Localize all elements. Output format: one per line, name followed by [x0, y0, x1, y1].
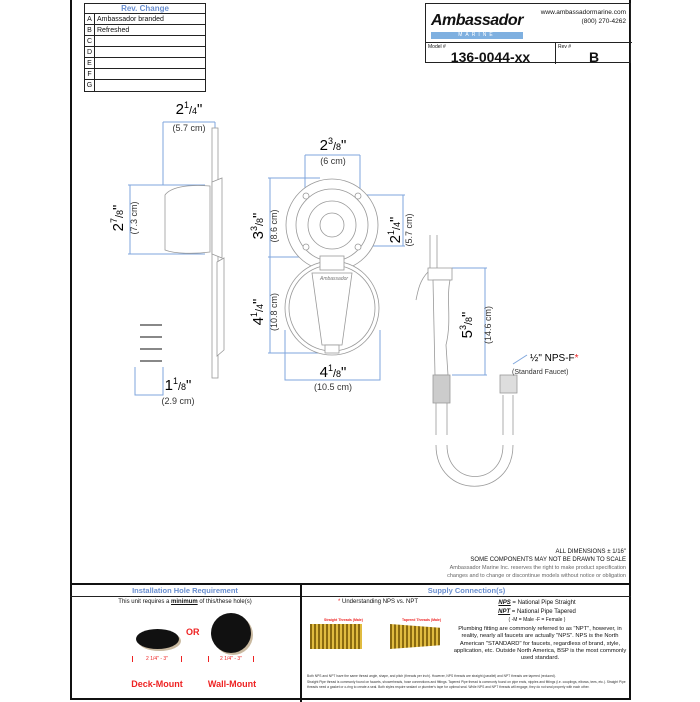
rev-letter: F — [85, 69, 95, 79]
dimension-screw-length: 11/8" (2.9 cm) — [161, 376, 194, 406]
dimension-value: 23/8" — [320, 136, 347, 154]
rev-row: C — [85, 36, 205, 47]
drawing-frame — [70, 0, 631, 700]
rev-letter: G — [85, 80, 95, 91]
rev-row: D — [85, 47, 205, 58]
supply-title: Supply Connection(s) — [302, 585, 631, 597]
dimension-bolt-spacing: 23/8" (6 cm) — [320, 136, 347, 166]
dimension-sprayer-length: 53/8" (14.6 cm) — [458, 306, 493, 344]
dimension-value: 11/8" — [165, 376, 192, 394]
rev-description: Refreshed — [97, 27, 130, 34]
model-cell: Model # 136-0044-xx — [426, 42, 556, 65]
rev-label: Rev # — [558, 44, 572, 50]
or-label: OR — [186, 627, 200, 637]
rev-row: F — [85, 69, 205, 80]
dimension-lines — [128, 121, 528, 396]
nps-npt-definitions: NPS = National Pipe Straight NPT = Natio… — [498, 600, 576, 623]
dimension-value: 33/8" — [249, 213, 267, 240]
dimension-cm: (8.6 cm) — [269, 209, 279, 242]
dimension-value: 21/4" — [386, 217, 404, 244]
tolerance-note: ALL DIMENSIONS ± 1/16" — [555, 549, 626, 555]
hose — [435, 444, 514, 487]
disclaimer-2: changes and to change or discontinue mod… — [447, 573, 626, 579]
rev-letter: C — [85, 36, 95, 46]
dimension-cm: (14.6 cm) — [483, 306, 493, 344]
dimension-value: 41/4" — [249, 299, 267, 326]
phone: (800) 270-4262 — [581, 18, 626, 25]
rev-letter: E — [85, 58, 95, 68]
dimension-cm: (10.5 cm) — [314, 382, 352, 392]
dimension-cm: (6 cm) — [320, 156, 346, 166]
wall-mount-label: Wall-Mount — [207, 679, 257, 689]
fitting-note: (Standard Faucet) — [512, 369, 568, 376]
supply-panel: Supply Connection(s) * Understanding NPS… — [302, 585, 631, 702]
dimension-cover-width: 41/8"(10.5 cm) — [314, 363, 352, 392]
rev-letter: A — [85, 14, 95, 24]
rev-table-title: Rev. Change — [85, 4, 205, 14]
brand-logo: Ambassador — [431, 12, 523, 29]
dimension-ring-height: 33/8"(8.6 cm) — [249, 209, 279, 242]
dimension-cm: (5.7 cm) — [172, 123, 205, 133]
dimension-notes: ALL DIMENSIONS ± 1/16" SOME COMPONENTS M… — [447, 548, 626, 580]
rev-row: G — [85, 80, 205, 91]
cover-logo: Ambassador — [319, 276, 348, 282]
title-block: Ambassador MARINE www.ambassadormarine.c… — [425, 3, 632, 65]
fitting-size: ½" NPS-F* — [530, 353, 579, 364]
technical-drawing: Ambassador 21/4"(5.7 cm)27/8"(7.3 cm)11/… — [109, 100, 579, 487]
straight-thread-image — [310, 624, 362, 649]
disclaimer-1: Ambassador Marine Inc. reserves the righ… — [449, 565, 626, 571]
cup-side — [164, 185, 211, 254]
dimension-cm: (10.8 cm) — [269, 293, 279, 331]
rev-letter: D — [85, 47, 95, 57]
rev-cell: Rev # B — [556, 42, 632, 65]
dimension-bolt-vertical: 21/4"(5.7 cm) — [386, 213, 414, 246]
install-intro: This unit requires a minimum of this/the… — [118, 599, 252, 605]
wall-hole-icon — [211, 613, 251, 653]
installation-panel: Installation Hole Requirement This unit … — [70, 585, 302, 702]
dimension-cm: (5.7 cm) — [404, 213, 414, 246]
knurled-nut — [432, 374, 451, 404]
tapered-threads-label: Tapered Threads (Male) — [402, 618, 442, 622]
rev-letter: B — [85, 25, 95, 35]
deck-hole-size: 2 1/4" - 3" — [132, 656, 182, 662]
deck-hole-icon — [136, 629, 179, 649]
bottom-section: Installation Hole Requirement This unit … — [70, 583, 631, 702]
sprayer-handle — [432, 279, 451, 376]
install-title: Installation Hole Requirement — [70, 585, 300, 597]
model-label: Model # — [428, 44, 446, 50]
dimension-value: 41/8" — [320, 363, 347, 381]
scale-note: SOME COMPONENTS MAY NOT BE DRAWN TO SCAL… — [470, 557, 626, 563]
fine-print: Both NPS and NPT have the same thread an… — [307, 674, 626, 689]
screws — [140, 324, 162, 362]
nps-explanation: Plumbing fitting are commonly referred t… — [453, 626, 627, 662]
dimension-side-height: 27/8"(7.3 cm) — [109, 201, 139, 234]
deck-mount-label: Deck-Mount — [131, 679, 183, 689]
dimension-cover-height: 41/4"(10.8 cm) — [249, 293, 279, 331]
rev-value: B — [588, 49, 600, 65]
dimension-cm: (2.9 cm) — [161, 396, 194, 406]
dimension-value: 21/4" — [176, 100, 203, 118]
product-outlines — [140, 127, 518, 487]
brand-sub: MARINE — [431, 32, 523, 39]
website: www.ambassadormarine.com — [540, 9, 626, 16]
straight-threads-label: Straight Threads (Male) — [324, 618, 363, 622]
dimension-cm: (7.3 cm) — [129, 201, 139, 234]
faucet-fitting — [499, 374, 518, 394]
model-number: 136-0044-xx — [450, 49, 531, 65]
understanding-label: * Understanding NPS vs. NPT — [338, 599, 419, 605]
rev-row: E — [85, 58, 205, 69]
tapered-thread-image — [390, 624, 440, 649]
rev-description: Ambassador branded — [97, 16, 164, 23]
dimension-side-width: 21/4" (5.7 cm) — [172, 100, 205, 133]
dimension-value: 27/8" — [109, 205, 127, 232]
wall-hole-size: 2 1/4" - 3" — [208, 656, 254, 662]
dimension-value: 53/8" — [458, 312, 476, 339]
